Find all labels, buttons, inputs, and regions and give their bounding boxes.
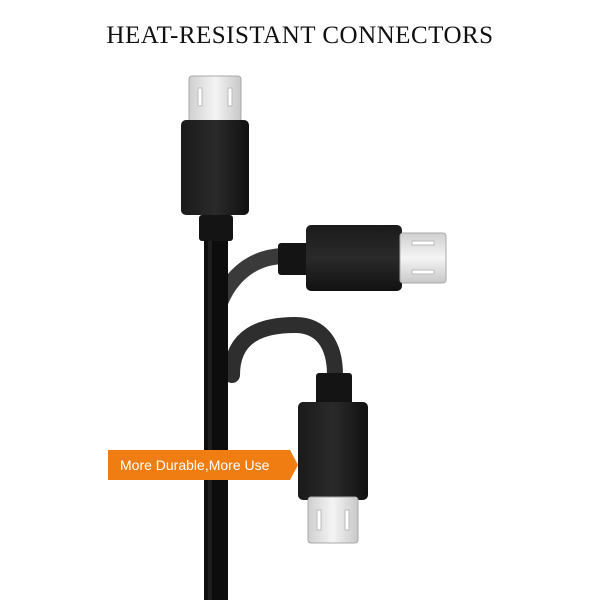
micro-usb-connector-middle (278, 225, 447, 291)
main-cable (204, 236, 228, 600)
branch-cable-lower (224, 316, 343, 383)
micro-usb-connector-bottom (298, 373, 368, 544)
headline: HEAT-RESISTANT CONNECTORS (106, 22, 494, 49)
badge-label: More Durable,More Use (120, 457, 270, 473)
micro-usb-connector-top (181, 75, 249, 241)
durability-badge: More Durable,More Use (108, 450, 298, 480)
badge-shape (108, 450, 298, 480)
